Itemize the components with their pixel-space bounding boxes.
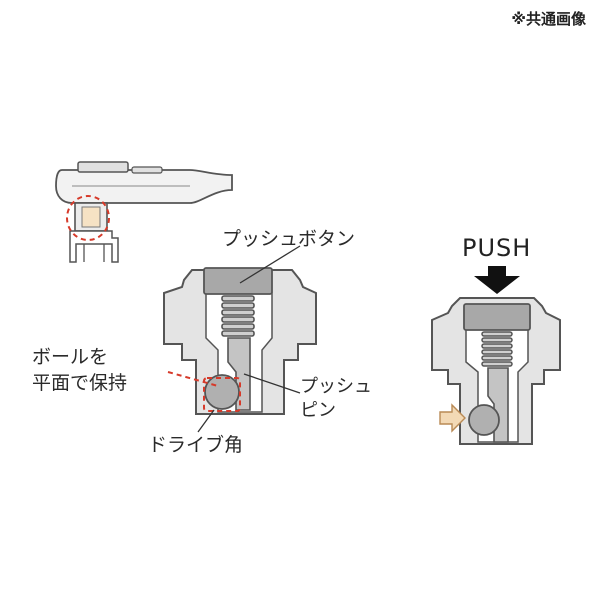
wrench-drive-ball-area <box>81 206 101 228</box>
main-ball <box>204 374 240 410</box>
push-pin-label-line1: プッシュ <box>300 376 372 397</box>
wrench-socket-legs <box>69 230 119 263</box>
main-cross-section <box>163 245 317 433</box>
main-push-button <box>203 267 273 295</box>
push-button-label: プッシュボタン <box>222 228 356 250</box>
drive-label: ドライブ角 <box>148 434 244 456</box>
ball-direction-arrow <box>439 403 466 433</box>
main-spring <box>221 295 255 337</box>
push-pin-label-line2: ピン <box>300 400 336 421</box>
wrench-top-plate <box>77 161 129 173</box>
main-ball-highlight <box>203 377 241 412</box>
ball-label-line1: ボールを <box>32 346 109 368</box>
push-label: PUSH <box>462 234 532 262</box>
push-arrow <box>474 266 520 294</box>
push-pressed-button <box>463 303 531 331</box>
push-cross-section <box>431 266 561 445</box>
push-pin <box>487 367 509 443</box>
wrench-top-plate-2 <box>131 166 163 174</box>
push-button-leader-line <box>239 245 301 284</box>
push-ball <box>468 404 500 436</box>
ratchet-wrench-illustration <box>55 161 233 263</box>
drive-leader-line <box>197 409 215 433</box>
note-common-image: ※共通画像 <box>511 10 586 28</box>
wrench-highlight-circle <box>66 195 110 241</box>
push-pin-leader-line <box>243 373 301 394</box>
ball-label-line2: 平面で保持 <box>32 372 128 394</box>
push-spring <box>481 331 513 367</box>
